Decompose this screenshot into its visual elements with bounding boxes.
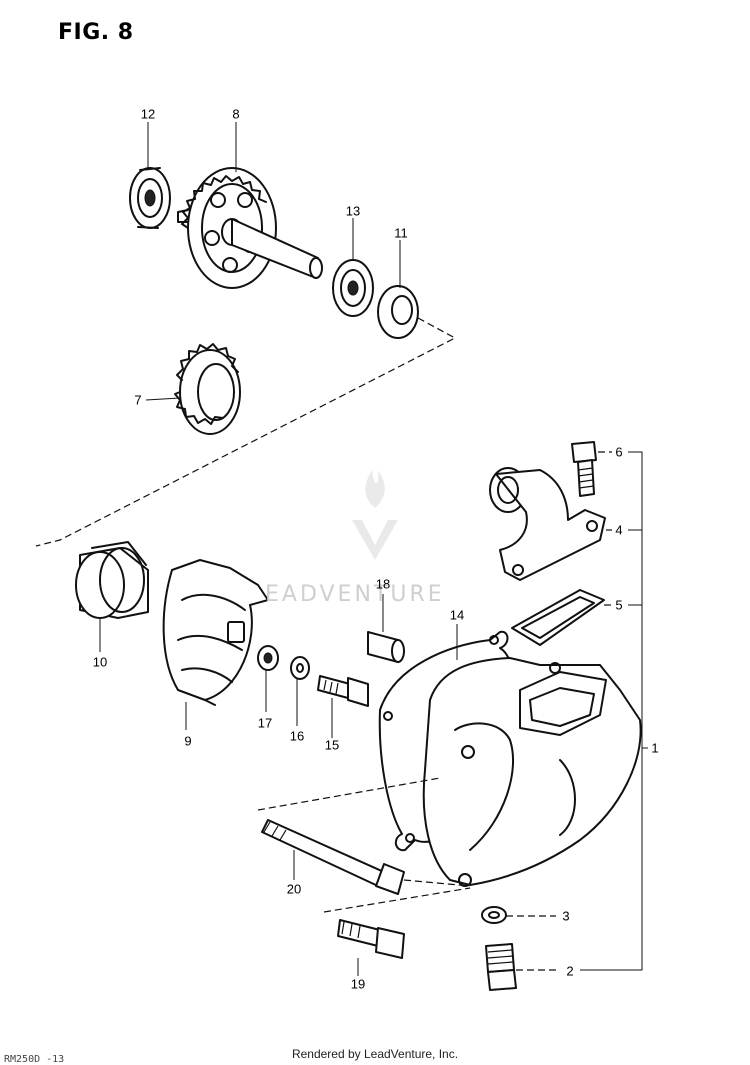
callout-20: 20 bbox=[286, 881, 302, 897]
part-2-drain-bolt bbox=[485, 943, 517, 991]
part-5-o-ring bbox=[511, 589, 605, 646]
callout-12: 12 bbox=[140, 106, 156, 122]
callout-13: 13 bbox=[345, 203, 361, 219]
part-9-impeller bbox=[162, 559, 269, 706]
callout-19: 19 bbox=[350, 976, 366, 992]
part-11-oil-seal bbox=[377, 285, 419, 339]
callout-5: 5 bbox=[615, 597, 623, 613]
callout-1: 1 bbox=[651, 740, 659, 756]
part-13-bearing bbox=[332, 259, 374, 317]
footer-credit: Rendered by LeadVenture, Inc. bbox=[291, 1047, 459, 1061]
part-16-washer bbox=[290, 656, 310, 680]
part-15-bolt bbox=[317, 675, 369, 707]
part-19-bolt bbox=[337, 919, 405, 959]
callout-11: 11 bbox=[394, 225, 408, 241]
part-8-pump-gear-shaft bbox=[177, 167, 323, 289]
callout-8: 8 bbox=[232, 106, 240, 122]
callout-10: 10 bbox=[92, 654, 108, 670]
part-3-washer bbox=[481, 906, 507, 924]
callout-9: 9 bbox=[184, 733, 192, 749]
watermark-logo-icon bbox=[352, 470, 398, 560]
callout-17: 17 bbox=[257, 715, 273, 731]
callout-18: 18 bbox=[375, 576, 391, 592]
part-12-bearing bbox=[129, 167, 171, 229]
callout-4: 4 bbox=[615, 522, 623, 538]
callout-14: 14 bbox=[449, 607, 465, 623]
callout-7: 7 bbox=[134, 392, 142, 408]
part-20-long-bolt bbox=[261, 819, 405, 895]
part-1-water-pump-case bbox=[422, 657, 642, 887]
leader-lines bbox=[99, 122, 648, 976]
part-6-bolt bbox=[571, 441, 597, 497]
part-7-gear bbox=[174, 343, 241, 435]
figure-title: FIG. 8 bbox=[58, 20, 134, 45]
part-18-dowel-pin bbox=[367, 631, 405, 663]
model-code: RM250D -13 bbox=[4, 1054, 65, 1065]
part-4-water-outlet-pipe bbox=[489, 467, 606, 581]
callout-6: 6 bbox=[615, 444, 623, 460]
watermark-text: EADVENTURE bbox=[265, 582, 445, 607]
part-17-washer bbox=[257, 645, 279, 671]
callout-16: 16 bbox=[289, 728, 305, 744]
callout-3: 3 bbox=[562, 908, 570, 924]
callout-15: 15 bbox=[324, 737, 340, 753]
part-10-mechanical-seal bbox=[75, 541, 149, 619]
callout-2: 2 bbox=[566, 963, 574, 979]
